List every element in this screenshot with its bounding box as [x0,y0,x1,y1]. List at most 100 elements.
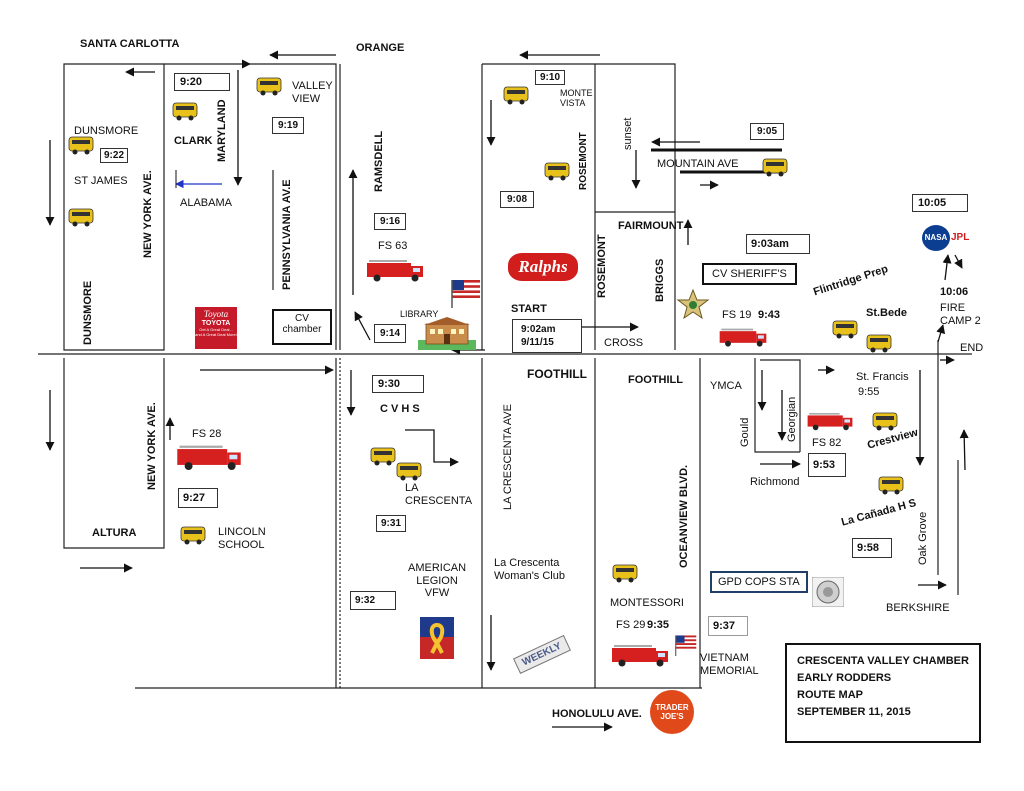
place-gpd-cops: GPD COPS STA [710,571,808,593]
place-cv-sheriff: CV SHERIFF'S [702,263,797,285]
school-bus-icon [878,476,904,495]
school-bus-icon [68,208,94,227]
time-931: 9:31 [376,515,407,532]
time-937: 9:37 [708,616,748,636]
place-fire-camp: FIRE CAMP 2 [940,302,981,327]
street-dunsmore-side: DUNSMORE [82,280,94,345]
fire-truck-icon [807,413,853,431]
school-bus-icon [544,162,570,181]
time-919: 9:19 [272,117,305,134]
time-902-start: 9:02am 9/11/15 [512,319,582,353]
street-berkshire: BERKSHIRE [886,602,950,614]
street-st-james: ST JAMES [74,175,128,187]
place-womans-club: La Crescenta Woman's Club [494,557,565,582]
time-958: 9:58 [852,538,892,558]
school-bus-icon [180,526,206,545]
time-927: 9:27 [178,488,218,508]
label-st-francis: St. Francis [856,371,909,383]
time-908: 9:08 [500,191,535,208]
street-mountain-ave: MOUNTAIN AVE [657,158,739,170]
place-american-legion: AMERICAN LEGION VFW [408,562,467,600]
school-bus-icon [503,86,529,105]
school-bus-icon [832,320,858,339]
street-new-york-top: NEW YORK AVE. [142,170,154,258]
time-922: 9:22 [100,148,129,163]
school-bus-icon [866,334,892,353]
time-943: 9:43 [758,309,781,321]
street-cross: CROSS [604,337,644,349]
school-bus-icon [872,412,898,431]
street-altura: ALTURA [92,527,137,539]
time-920: 9:20 [174,73,230,91]
street-santa-carlotta: SANTA CARLOTTA [80,38,180,50]
street-maryland: MARYLAND [216,99,228,162]
time-953: 9:53 [808,453,846,477]
street-foothill-center: FOOTHILL [527,367,587,381]
toyota-tagline: Get A Great Deal... and A Great Deal Mor… [195,327,237,337]
legend-line-2: EARLY RODDERS [797,672,892,684]
fire-truck-icon [719,328,767,347]
american-legion-ribbon-icon [420,617,454,659]
street-honolulu: HONOLULU AVE. [552,708,642,720]
time-932: 9:32 [350,591,396,610]
time-1005: 10:05 [912,194,968,212]
time-935: 9:35 [647,619,670,631]
street-gould: Gould [739,417,751,447]
street-start: START [511,303,547,315]
street-fairmount: FAIRMOUNT [618,220,684,232]
label-fs63: FS 63 [378,240,408,252]
jpl-logo: JPL [951,232,970,243]
trader-joes-logo: TRADER JOE'S [650,690,694,734]
fire-truck-icon [612,645,668,667]
school-bus-icon [370,447,396,466]
time-1006: 10:06 [940,286,969,298]
time-910: 9:10 [535,70,566,85]
route-thick [651,148,782,174]
time-903: 9:03am [746,234,810,254]
school-bus-icon [612,564,638,583]
street-ymca: YMCA [710,380,742,392]
street-oak-grove: Oak Grove [917,511,929,565]
legend-line-4: SEPTEMBER 11, 2015 [797,706,911,718]
gpd-shield-icon [812,577,844,607]
library-building-icon [418,317,476,350]
street-grid [38,63,972,689]
label-fs28: FS 28 [192,428,222,440]
street-rosemont-mid: ROSEMONT [596,234,608,298]
street-valley-view: VALLEY VIEW [292,80,333,105]
sheriff-badge-icon [676,288,710,320]
school-bus-icon [68,136,94,155]
time-930: 9:30 [372,375,424,393]
legend-line-3: ROUTE MAP [797,689,863,701]
label-fs29: FS 29 [616,619,646,631]
time-905: 9:05 [750,123,785,140]
place-library: LIBRARY [400,309,439,319]
toyota-dealer-logo: Toyota TOYOTA Get A Great Deal... and A … [195,307,237,349]
toyota-brand: Toyota [203,309,229,319]
street-oceanview: OCEANVIEW BLVD. [678,464,690,568]
legend-line-1: CRESCENTA VALLEY CHAMBER [797,655,969,667]
street-alabama: ALABAMA [180,197,232,209]
toyota-name: TOYOTA [201,320,231,327]
block-dunsmore [63,63,165,351]
street-pennsylvania: PENNSYLVANIA AV.E [281,179,293,290]
street-rosemont-top: ROSEMONT [578,132,589,190]
street-ramsdell: RAMSDELL [373,130,385,192]
us-flag-icon [451,280,480,308]
ralphs-logo: Ralphs [508,253,578,281]
place-vietnam-memorial: VIETNAM MEMORIAL [700,652,759,677]
route-map-legend: CRESCENTA VALLEY CHAMBER EARLY RODDERS R… [785,643,981,743]
time-955: 9:55 [858,386,880,398]
school-bus-icon [762,158,788,177]
street-foothill-right: FOOTHILL [628,374,683,386]
nasa-logo: NASA [922,225,950,251]
street-clark: CLARK [174,135,213,147]
street-end: END [960,342,984,354]
label-st-bede: St.Bede [866,307,907,319]
time-916: 9:16 [374,213,407,230]
street-richmond: Richmond [750,476,800,488]
us-flag-icon [675,635,697,656]
place-cv-chamber: CV chamber [272,309,332,345]
place-cvhs: C V H S [380,403,420,415]
